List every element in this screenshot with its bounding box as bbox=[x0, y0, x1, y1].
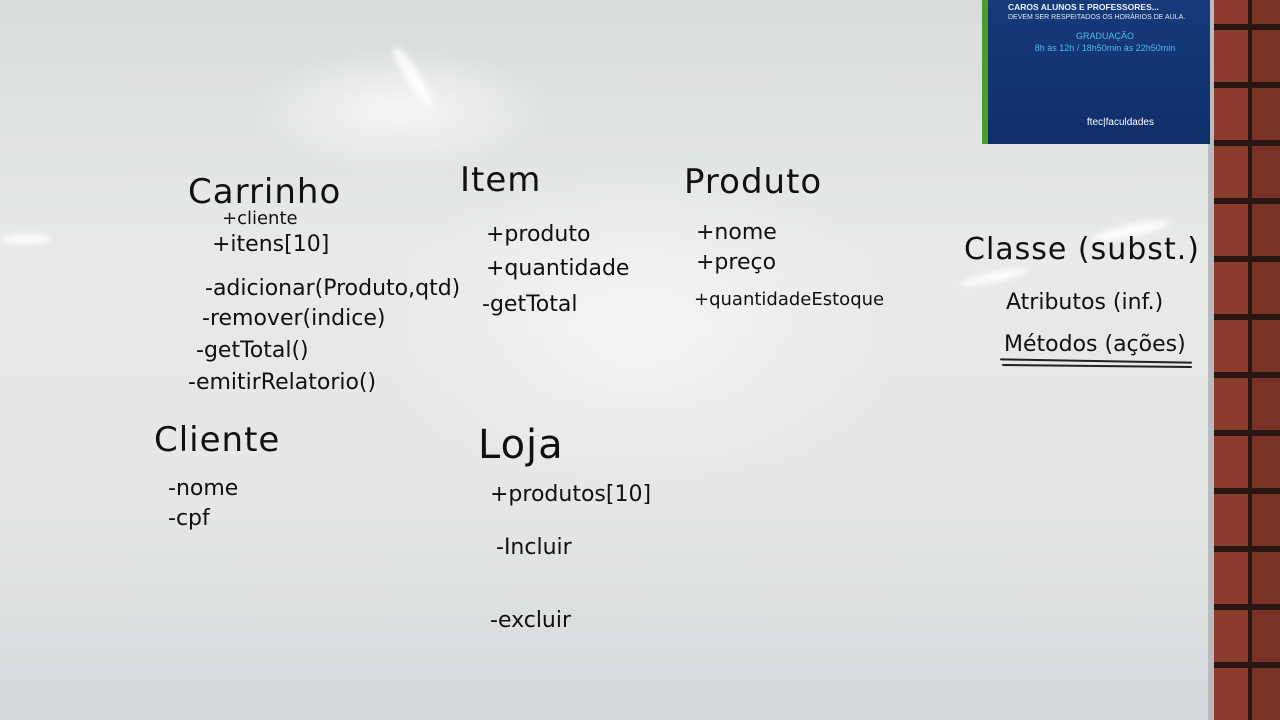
carrinho-line: +itens[10] bbox=[212, 232, 330, 257]
classe-title: Classe (subst.) bbox=[964, 232, 1200, 267]
carrinho-line: +cliente bbox=[222, 208, 298, 229]
loja-title: Loja bbox=[478, 422, 564, 468]
carrinho-line: -emitirRelatorio() bbox=[188, 370, 377, 395]
cliente-title: Cliente bbox=[154, 420, 281, 460]
carrinho-line: -remover(indice) bbox=[202, 306, 386, 331]
item-line: +quantidade bbox=[486, 256, 630, 281]
cliente-line: -cpf bbox=[168, 506, 210, 531]
produto-line: +quantidadeEstoque bbox=[694, 289, 885, 310]
loja-line: +produtos[10] bbox=[490, 482, 652, 507]
light-glare bbox=[959, 264, 1031, 290]
poster-logo: ftec|faculdades bbox=[1086, 117, 1154, 128]
produto-line: +nome bbox=[696, 220, 777, 245]
carrinho-line: -getTotal() bbox=[196, 338, 309, 363]
classe-line: Atributos (inf.) bbox=[1006, 290, 1164, 315]
poster-hours: 8h às 12h / 18h50min às 22h50min bbox=[1034, 43, 1176, 53]
loja-line: -excluir bbox=[490, 608, 572, 633]
whiteboard: Carrinho +cliente +itens[10] -adicionar(… bbox=[0, 0, 1214, 720]
item-line: +produto bbox=[486, 222, 591, 247]
poster-heading: CAROS ALUNOS E PROFESSORES... bbox=[1008, 2, 1159, 12]
produto-title: Produto bbox=[684, 162, 823, 202]
carrinho-line: -adicionar(Produto,qtd) bbox=[205, 276, 461, 301]
cliente-line: -nome bbox=[168, 476, 239, 501]
loja-line: -Incluir bbox=[496, 535, 572, 560]
produto-line: +preço bbox=[696, 250, 777, 275]
schedule-poster: CAROS ALUNOS E PROFESSORES... DEVEM SER … bbox=[982, 0, 1210, 144]
brick-wall bbox=[1208, 0, 1280, 720]
classe-underline bbox=[999, 358, 1193, 364]
item-title: Item bbox=[460, 160, 542, 200]
light-glare bbox=[0, 234, 52, 244]
poster-fineprint bbox=[1008, 63, 1202, 78]
poster-graduacao: GRADUAÇÃO bbox=[1075, 31, 1134, 41]
light-glare bbox=[388, 43, 438, 111]
carrinho-title: Carrinho bbox=[188, 172, 342, 212]
classe-line: Métodos (ações) bbox=[1004, 332, 1186, 357]
poster-subheading: DEVEM SER RESPEITADOS OS HORÁRIOS DE AUL… bbox=[1008, 14, 1186, 21]
classe-underline bbox=[1001, 364, 1193, 368]
item-line: -getTotal bbox=[482, 292, 578, 317]
